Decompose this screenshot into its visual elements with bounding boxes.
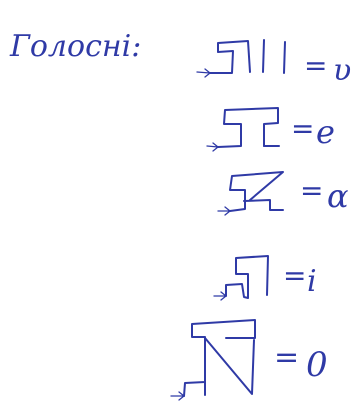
equals-sign: = <box>300 174 323 207</box>
vowel-value: υ <box>333 53 351 88</box>
vowel-glyph-i-icon <box>213 255 269 301</box>
vowel-row-a: = α <box>217 171 349 216</box>
vowel-glyph-a-icon <box>217 171 284 216</box>
vowel-value: i <box>307 264 317 299</box>
vowel-glyph-u-icon <box>196 39 286 78</box>
vowel-glyph-e-icon <box>206 107 280 152</box>
equals-sign: = <box>283 259 306 292</box>
vowel-value: e <box>316 113 335 151</box>
vowel-value: 0 <box>306 345 328 385</box>
equals-sign: = <box>291 112 314 145</box>
vowel-row-i: = i <box>213 255 317 301</box>
heading-text: Голосні: <box>9 29 141 64</box>
equals-sign: = <box>304 49 327 82</box>
equals-sign: = <box>274 340 299 375</box>
vowel-row-u: = υ <box>196 39 351 88</box>
vowel-row-e: = e <box>206 107 335 152</box>
vowel-value: α <box>327 177 349 215</box>
vowel-row-o: = 0 <box>170 319 328 401</box>
vowel-glyph-o-icon <box>170 319 256 401</box>
